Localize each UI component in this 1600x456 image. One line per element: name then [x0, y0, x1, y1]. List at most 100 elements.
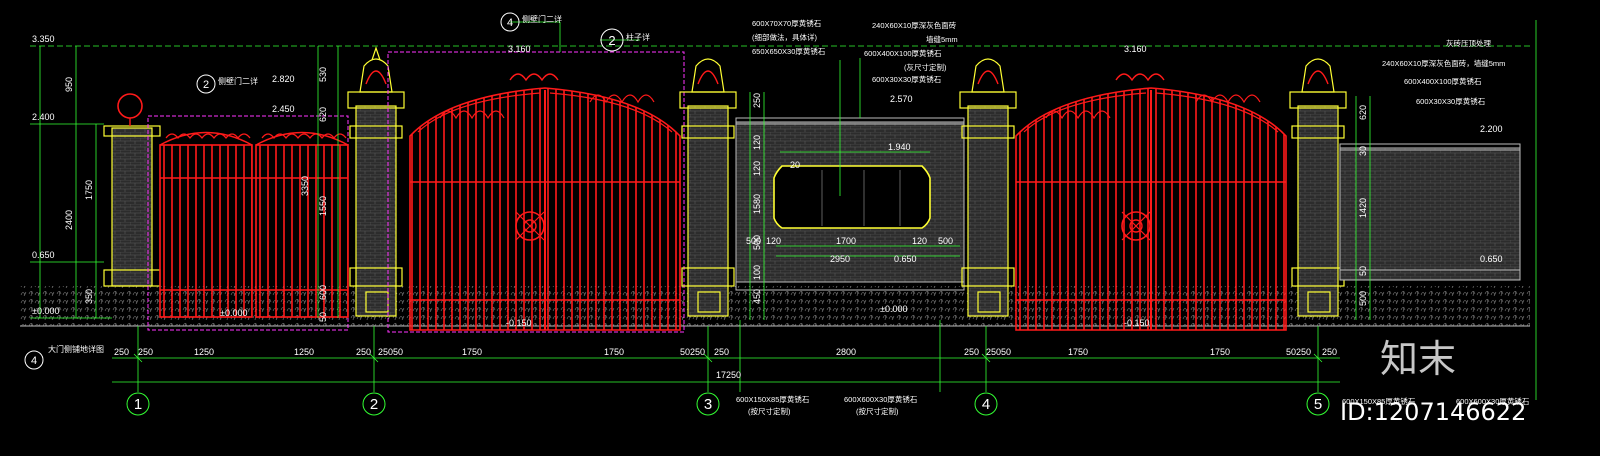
elev-right-wall-top: 2.200	[1480, 124, 1503, 134]
svg-text:1750: 1750	[462, 347, 482, 357]
svg-text:250: 250	[138, 347, 153, 357]
svg-text:600X400X100厚黄锈石: 600X400X100厚黄锈石	[864, 48, 942, 58]
svg-text:250: 250	[356, 347, 371, 357]
svg-text:50250: 50250	[1286, 347, 1311, 357]
svg-text:240X60X10厚深灰色面砖，墙缝5mm: 240X60X10厚深灰色面砖，墙缝5mm	[1382, 58, 1505, 68]
svg-text:250: 250	[752, 93, 762, 108]
svg-text:(按尺寸定制): (按尺寸定制)	[856, 406, 899, 416]
svg-text:1580: 1580	[752, 194, 762, 214]
svg-text:50: 50	[318, 312, 328, 322]
axis-labels: 1 2 3 4 5	[134, 396, 1322, 413]
axis-4: 4	[982, 396, 990, 413]
svg-text:250: 250	[1322, 347, 1337, 357]
pillar-5	[1289, 58, 1347, 317]
elev-ped-gate-top: 2.820	[272, 74, 295, 84]
elev-wall-mid: 0.650	[894, 254, 917, 264]
elev-gate1-bottom: -0.150	[506, 318, 532, 328]
elev-base-ped: ±0.000	[220, 308, 247, 318]
svg-text:2950: 2950	[830, 254, 850, 264]
svg-text:30: 30	[1358, 146, 1368, 156]
svg-text:250: 250	[964, 347, 979, 357]
elev-left-low: 0.650	[32, 250, 55, 260]
svg-text:250: 250	[114, 347, 129, 357]
axis-1: 1	[134, 396, 142, 413]
svg-text:120: 120	[752, 135, 762, 150]
svg-text:500: 500	[938, 236, 953, 246]
main-gate-1	[387, 51, 685, 333]
tag-pillar: 2 柱子详	[600, 28, 650, 52]
elev-base-mid: ±0.000	[880, 304, 907, 314]
svg-text:600X400X100厚黄锈石: 600X400X100厚黄锈石	[1404, 76, 1482, 86]
svg-text:500: 500	[1358, 291, 1368, 306]
lamp-globe	[117, 93, 143, 119]
axis-3: 3	[704, 396, 712, 413]
pillar-3	[679, 58, 737, 317]
watermark: 知末 ID:1207146622	[1340, 337, 1526, 426]
elev-wall-panel-top: 1.940	[888, 142, 911, 152]
svg-text:柱子详: 柱子详	[626, 32, 650, 42]
svg-text:120: 120	[766, 236, 781, 246]
vertical-dim-labels: 950 1750 2400 350 530 620 3350 1550 600 …	[64, 67, 1368, 322]
elev-gate2-arch: 3.160	[1124, 44, 1147, 54]
axis-bubbles	[126, 392, 1330, 416]
elevation-labels: 3.350 2.400 0.650 ±0.000 2.820 2.450 ±0.…	[32, 34, 1503, 328]
svg-text:120: 120	[912, 236, 927, 246]
svg-text:240X60X10厚深灰色面砖: 240X60X10厚深灰色面砖	[872, 20, 957, 30]
elev-top-left: 3.350	[32, 34, 55, 44]
left-pillar	[103, 93, 161, 287]
svg-text:120: 120	[752, 161, 762, 176]
section-tags: 2 侧壁门二详 4 侧壁门二详 2 柱子详 4 大门侧铺地详图	[24, 12, 650, 370]
svg-text:25050: 25050	[986, 347, 1011, 357]
svg-text:20: 20	[790, 160, 800, 170]
svg-text:50250: 50250	[680, 347, 705, 357]
watermark-logo: 知末	[1380, 337, 1456, 381]
svg-text:1750: 1750	[604, 347, 624, 357]
svg-text:2800: 2800	[836, 347, 856, 357]
bottom-dim-labels: 250 250 1250 1250 250 25050 1750 1750 50…	[114, 347, 1337, 380]
svg-text:(细部做法，具体详): (细部做法，具体详)	[752, 32, 817, 42]
svg-text:灰砖压顶处理: 灰砖压顶处理	[1446, 38, 1491, 48]
svg-text:墙缝5mm: 墙缝5mm	[926, 34, 958, 44]
svg-text:620: 620	[1358, 105, 1368, 120]
svg-text:600X30X30厚黄锈石: 600X30X30厚黄锈石	[1416, 96, 1486, 106]
pillar-2	[347, 46, 405, 317]
svg-text:1750: 1750	[1210, 347, 1230, 357]
tag-ped-gate: 2 侧壁门二详	[196, 74, 258, 94]
svg-text:(按尺寸定制): (按尺寸定制)	[748, 406, 791, 416]
svg-text:大门侧铺地详图: 大门侧铺地详图	[48, 344, 104, 354]
svg-text:620: 620	[318, 107, 328, 122]
elev-base-left: ±0.000	[32, 306, 59, 316]
svg-text:600: 600	[318, 285, 328, 300]
svg-text:4: 4	[31, 355, 37, 367]
svg-text:600X150X85厚黄锈石: 600X150X85厚黄锈石	[736, 394, 810, 404]
svg-text:(灰尺寸定制): (灰尺寸定制)	[904, 62, 947, 72]
svg-text:1420: 1420	[1358, 198, 1368, 218]
svg-text:530: 530	[318, 67, 328, 82]
svg-text:侧壁门二详: 侧壁门二详	[218, 76, 258, 86]
axis-5: 5	[1314, 396, 1322, 413]
elev-right-low: 0.650	[1480, 254, 1503, 264]
svg-text:1750: 1750	[1068, 347, 1088, 357]
svg-text:500: 500	[752, 235, 762, 250]
svg-text:2: 2	[608, 33, 615, 48]
elev-gate2-bottom: -0.150	[1124, 318, 1150, 328]
svg-text:650X650X30厚黄锈石: 650X650X30厚黄锈石	[752, 46, 826, 56]
svg-text:600X30X30厚黄锈石: 600X30X30厚黄锈石	[872, 74, 942, 84]
svg-text:1250: 1250	[194, 347, 214, 357]
pillar-4	[959, 58, 1017, 317]
material-notes: 600X70X70厚黄锈石 (细部做法，具体详) 650X650X30厚黄锈石 …	[736, 18, 1530, 416]
svg-text:3350: 3350	[300, 176, 310, 196]
svg-text:250: 250	[714, 347, 729, 357]
center-wall	[735, 58, 965, 291]
svg-text:2400: 2400	[64, 210, 74, 230]
svg-text:600X600X30厚黄锈石: 600X600X30厚黄锈石	[844, 394, 918, 404]
svg-text:500: 500	[746, 236, 761, 246]
svg-text:100: 100	[752, 265, 762, 280]
elev-gate1-arch: 3.160	[508, 44, 531, 54]
svg-text:1700: 1700	[836, 236, 856, 246]
svg-text:600X70X70厚黄锈石: 600X70X70厚黄锈石	[752, 18, 822, 28]
total-dim: 17250	[716, 370, 741, 380]
dimension-lines	[30, 20, 1537, 400]
svg-text:350: 350	[84, 289, 94, 304]
